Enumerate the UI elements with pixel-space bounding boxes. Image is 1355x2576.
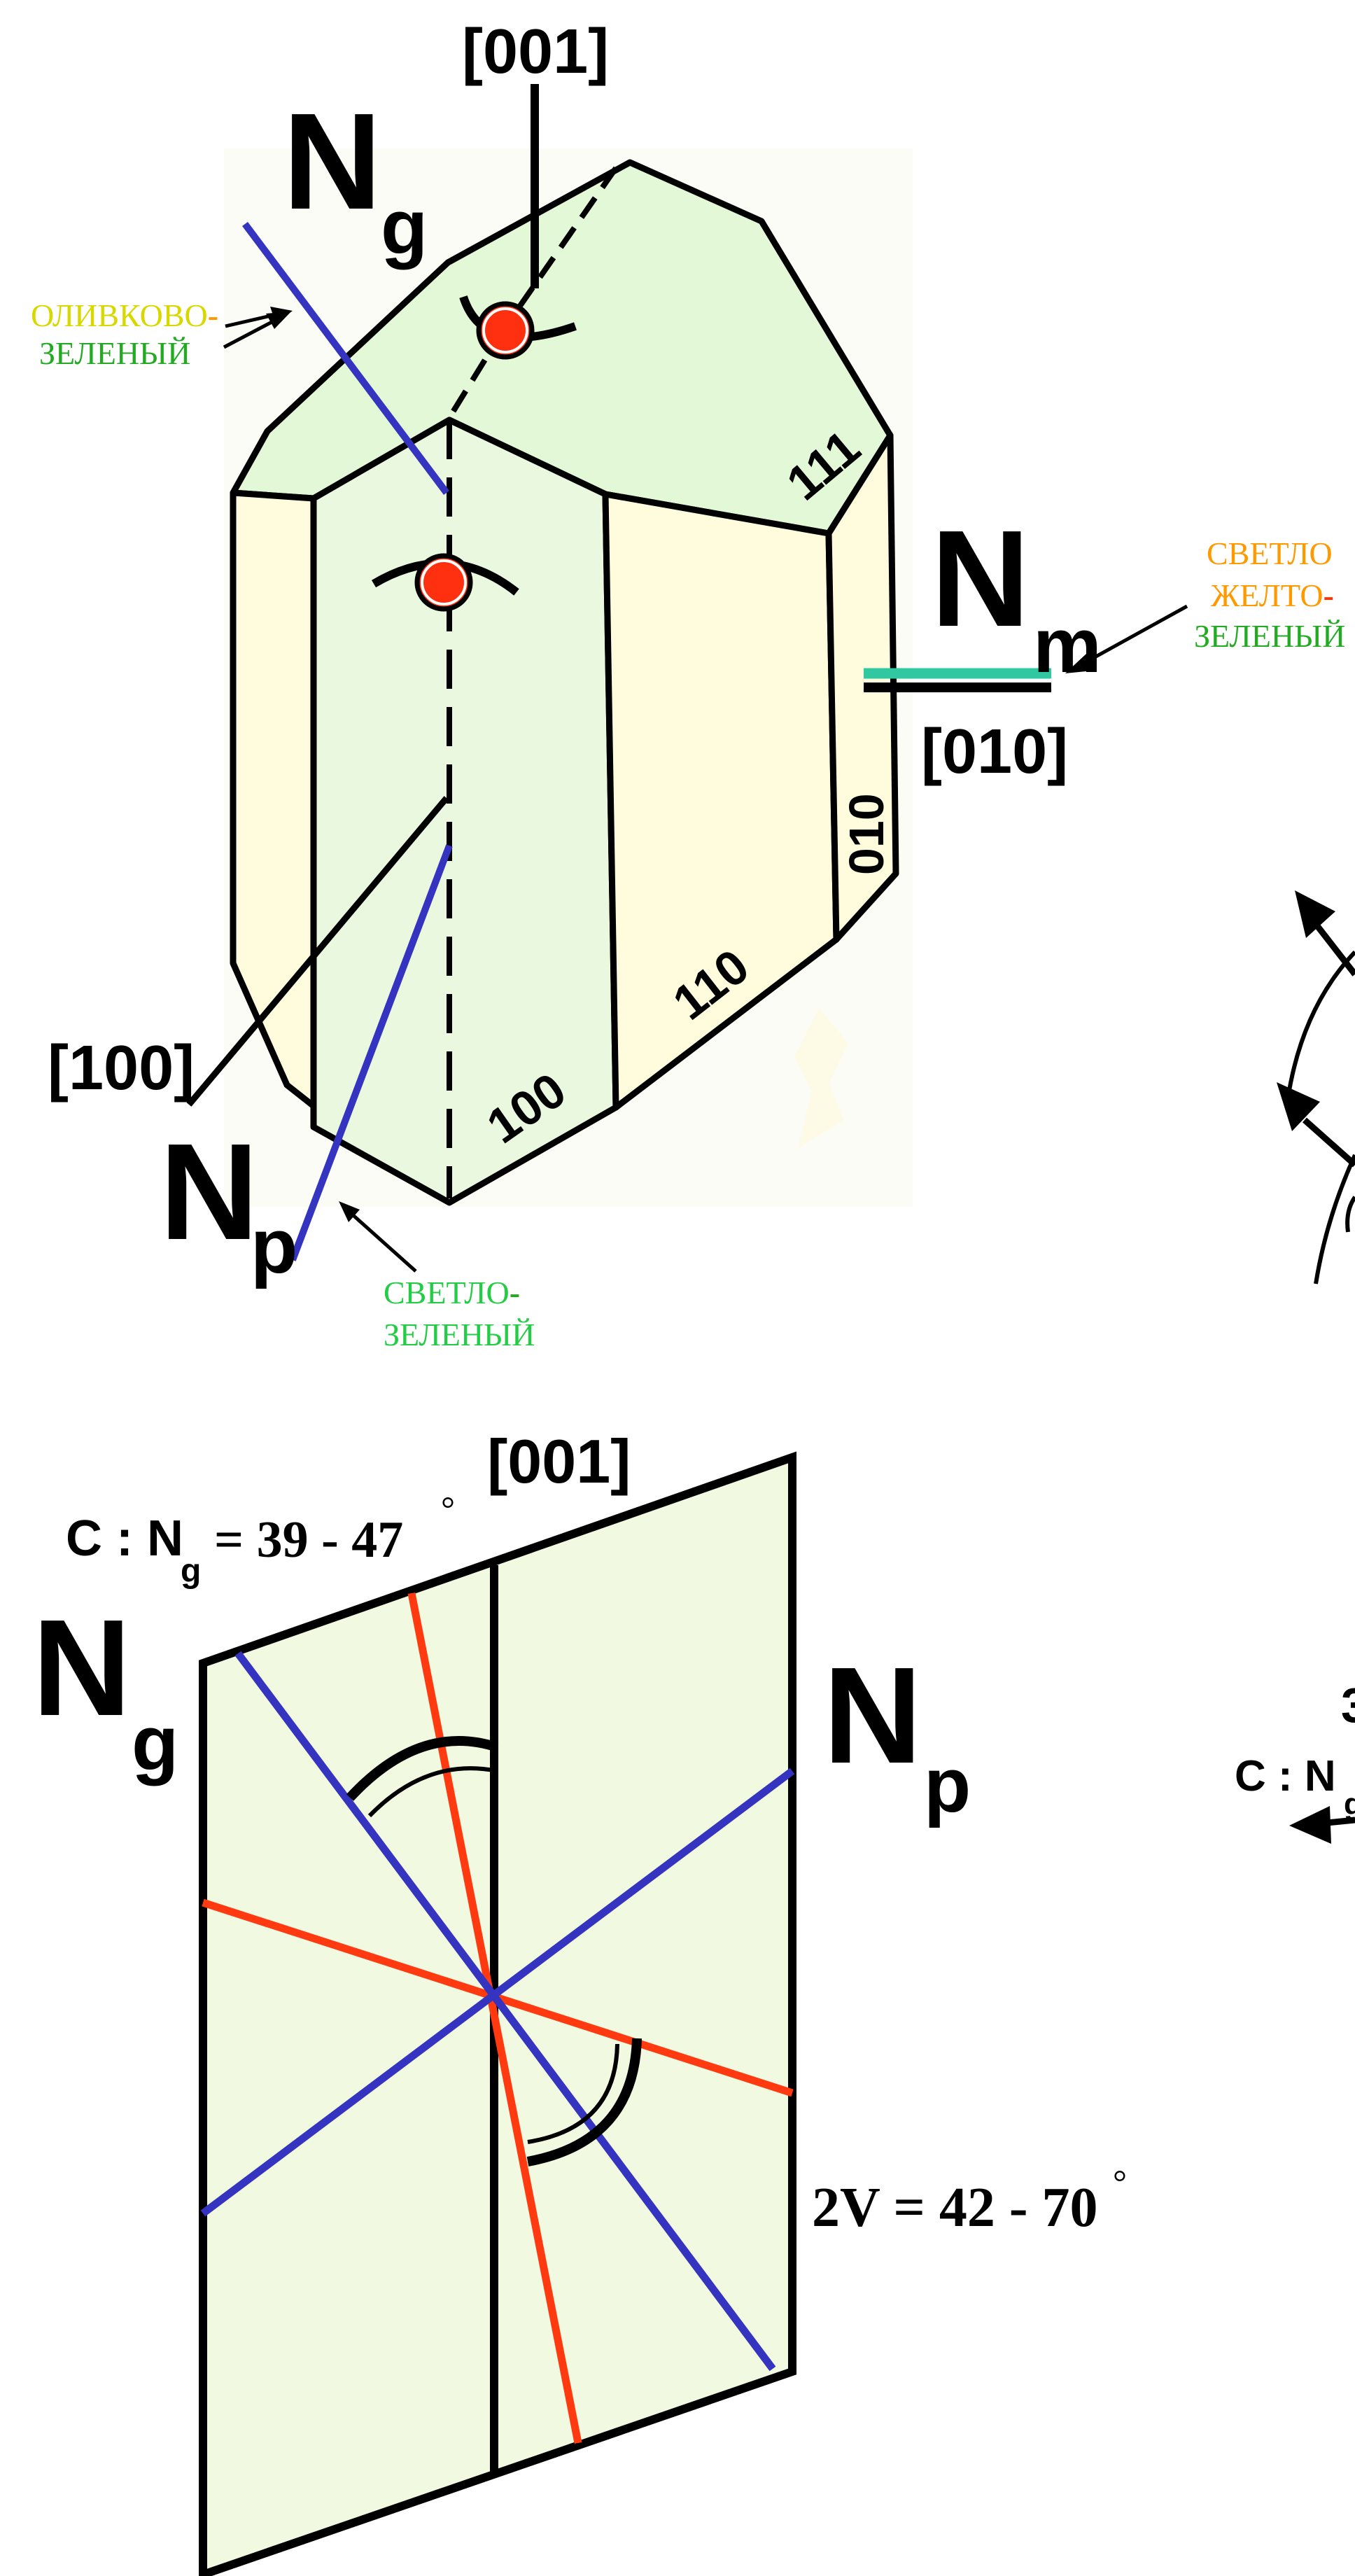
note-lg-dash: - [510, 1275, 520, 1310]
angle-arc-lower-outer [526, 2038, 642, 2166]
crystal-face-010 [825, 432, 899, 943]
c-ng-value: = 39 - 47 [214, 1511, 403, 1569]
np-trace-line [200, 1768, 795, 2217]
angle-arc-upper-inner [367, 1766, 498, 1818]
angle-arc-lower-inner [527, 2043, 619, 2144]
section-np-letter: N [823, 1639, 922, 1792]
c-ng-sub: g [181, 1553, 201, 1590]
note-lg-word: СВЕТЛО [384, 1275, 510, 1310]
c-ng-label: C : N [66, 1511, 183, 1567]
axis-label-100: [100] [48, 1033, 195, 1103]
axis-dot-top [476, 301, 535, 360]
partial-arrow-2-head [1277, 1082, 1320, 1131]
note-lyg-line2: ЖЕЛТО- [1211, 578, 1334, 613]
np-label-letter: N [160, 1115, 259, 1268]
partial-arrow-1-head [1295, 890, 1335, 938]
note-lg-line1: СВЕТЛО- [384, 1275, 520, 1310]
note-lyg-dash: - [1324, 578, 1334, 613]
np-line [289, 844, 453, 1261]
note-olive-line2: ЗЕЛЕНЫЙ [39, 335, 190, 371]
axis-dot-front-ring [421, 559, 467, 606]
note-olive-line1: ОЛИВКОВО- [31, 298, 218, 333]
note-lg-arrowhead [339, 1201, 360, 1222]
section-label-001: [001] [487, 1427, 631, 1496]
partial-arc-lower [1314, 1154, 1355, 1284]
partial-arrow-2-shaft [1303, 1117, 1355, 1168]
note-lyg-arrowhead [1065, 654, 1093, 673]
partial-label-3: 3 [1341, 1678, 1355, 1732]
face-label-010: 010 [839, 793, 894, 875]
note-light-green: СВЕТЛО- ЗЕЛЕНЫЙ [339, 1201, 535, 1352]
note-lyg-line1: СВЕТЛО [1207, 536, 1333, 571]
ng-label-letter: N [283, 85, 382, 238]
axis-001-dashed-top [501, 166, 619, 331]
np-label-sub: p [251, 1203, 297, 1289]
section-ng-sub: g [132, 1700, 178, 1786]
note-olive-dash: - [208, 298, 218, 333]
axis-label-001: [001] [462, 17, 609, 87]
nm-label-letter: N [931, 502, 1030, 655]
partial-arc-small [1345, 1196, 1355, 1233]
note-lg-line2: ЗЕЛЕНЫЙ [384, 1317, 535, 1352]
c-ng-prefix: C : N [66, 1511, 183, 1567]
faint-mark [794, 1008, 848, 1148]
note-lg-arrow [349, 1211, 417, 1273]
axis-dot-top-ring [482, 307, 528, 354]
right-partial-figure: 3 C : N g [1235, 890, 1355, 1844]
note-olive-green: ОЛИВКОВО- ЗЕЛЕНЫЙ [31, 298, 293, 371]
twov-degree: ° [1113, 2162, 1127, 2202]
axis-label-010: [010] [921, 717, 1068, 787]
angle-arc-upper-outer [346, 1736, 499, 1801]
note-lyg-line3: ЗЕЛЕНЫЙ [1194, 618, 1345, 654]
partial-c-ng: C : N [1235, 1752, 1336, 1800]
crystal-face-left-narrow [230, 489, 317, 1110]
note-olive-arrow-main [223, 317, 279, 349]
note-lyg-arrow [1079, 604, 1188, 667]
ng-label-sub: g [381, 184, 428, 270]
optical-section: [001] C : N g = 39 - 47 ° N g N p 2V = 4… [32, 1427, 1127, 2576]
ng-trace-line [234, 1651, 776, 2372]
note-lyg-word: ЖЕЛТО [1211, 578, 1324, 613]
partial-arc-upper [1286, 950, 1355, 1100]
twov-label: 2V = 42 - 70 [812, 2177, 1098, 2239]
crystal-drawing: 111 010 110 100 [001] [010] [100] N g N … [31, 17, 1345, 1352]
axis-dot-front [414, 553, 473, 612]
partial-c-ng-sub: g [1344, 1787, 1355, 1821]
partial-arrow-1-shaft [1313, 922, 1355, 976]
nm-label-sub: m [1033, 603, 1102, 689]
partial-arrow-3-head [1289, 1806, 1331, 1844]
note-light-yellow-green: СВЕТЛО ЖЕЛТО- ЗЕЛЕНЫЙ [1065, 536, 1345, 673]
section-np-sub: p [924, 1742, 971, 1828]
note-olive-arrowhead-main [266, 312, 291, 329]
c-ng-degree: ° [441, 1489, 455, 1528]
ng-line [242, 222, 449, 495]
note-olive-word: ОЛИВКОВО [31, 298, 208, 333]
section-ng-letter: N [32, 1591, 132, 1744]
red-line-steep [407, 1592, 582, 2444]
axis-100-line [186, 796, 449, 1107]
